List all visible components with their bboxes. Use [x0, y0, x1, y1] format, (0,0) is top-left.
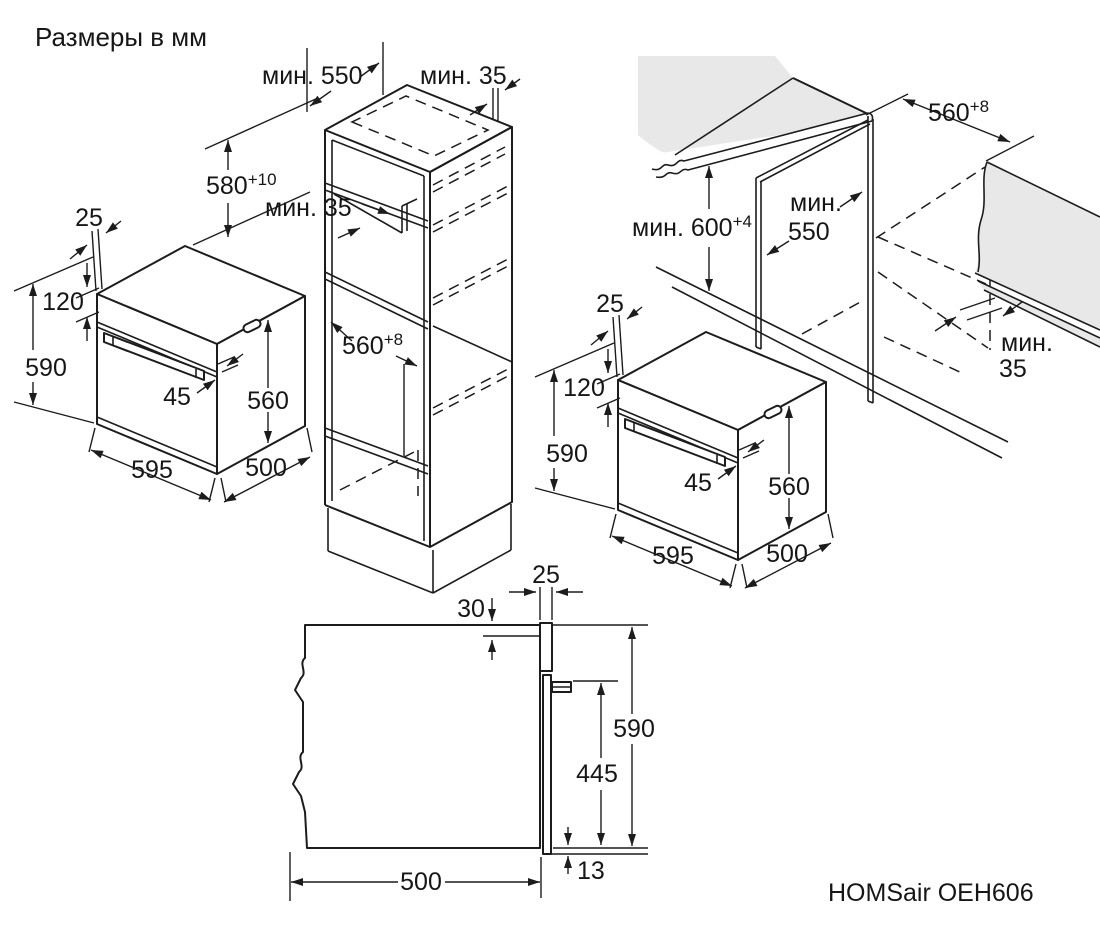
worktop-surface [638, 56, 868, 160]
dim-oven-front-gap: 25 [75, 204, 103, 232]
model-name: HOMSair OEH606 [828, 879, 1034, 907]
dim-base-rear-gap-label: мин. [1001, 329, 1053, 357]
dim-column-top-gap: мин. 35 [420, 62, 507, 90]
dim-column-niche-width: 560+8 [342, 330, 403, 360]
adjacent-worktop-surface [975, 162, 1100, 330]
dim-side-handle-to-bottom: 445 [576, 760, 618, 788]
dim-side-front-frame: 25 [532, 561, 560, 589]
dim-oven-front-gap: 25 [596, 290, 624, 318]
dim-side-depth: 500 [400, 868, 442, 896]
oven-body-outline [292, 624, 541, 849]
dim-oven-depth: 500 [245, 454, 287, 482]
dim-side-top-offset: 30 [457, 595, 485, 623]
dim-oven-body-depth: 560 [247, 387, 289, 415]
dim-oven-height: 590 [546, 440, 588, 468]
dim-oven-width: 595 [131, 456, 173, 484]
dim-column-min-depth: мин. 550 [262, 62, 363, 90]
dim-oven-panel-height: 120 [563, 374, 605, 402]
dim-base-min-height: мин. 600+4 [632, 212, 752, 242]
dim-oven-panel-height: 120 [42, 288, 84, 316]
dim-oven-height: 590 [25, 354, 67, 382]
dim-oven-width: 595 [652, 542, 694, 570]
dim-side-door-overhang: 13 [577, 857, 605, 885]
oven-vent-hole [763, 404, 783, 420]
base-cabinet-drawing: 560+8 мин. 600+4 мин. 550 мин. 35 [632, 56, 1100, 459]
dim-column-niche-height: 580+10 [206, 170, 277, 200]
dim-base-rear-gap-value: 35 [999, 355, 1027, 383]
control-panel-front [539, 622, 553, 672]
oven-vent-hole [242, 318, 262, 334]
dim-base-min-depth-label: мин. [790, 189, 842, 217]
dim-oven-body-depth: 560 [768, 473, 810, 501]
dim-base-min-depth-value: 550 [788, 218, 830, 246]
dim-oven-handle: 45 [684, 469, 712, 497]
dim-oven-depth: 500 [766, 540, 808, 568]
page-title: Размеры в мм [35, 22, 207, 52]
door-front [542, 674, 552, 855]
oven-isometric-right: 25 120 590 45 560 595 500 [534, 290, 834, 589]
dim-base-niche-width: 560+8 [928, 97, 989, 127]
dim-oven-handle: 45 [163, 383, 191, 411]
dim-side-height: 590 [613, 715, 655, 743]
column-cabinet-drawing: мин. 550 мин. 35 580+10 мин. 35 560+8 [192, 42, 521, 594]
oven-side-view: 25 30 590 445 13 500 [289, 561, 655, 901]
dim-column-shelf-gap: мин. 35 [265, 194, 352, 222]
oven-isometric-left: 25 120 590 45 560 595 500 [13, 204, 313, 503]
